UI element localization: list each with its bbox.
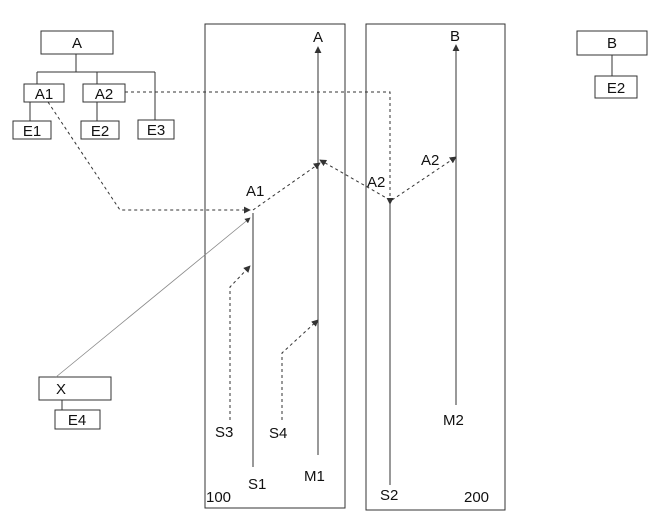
link-a2-to-m2: [391, 156, 457, 201]
stream-m2-label: M2: [443, 412, 464, 429]
panel-100-top-label: A: [313, 29, 323, 46]
link-a2-to-merge: [125, 91, 394, 205]
link-a1-to-m1: [252, 162, 321, 211]
node-e1-box[interactable]: [12, 120, 52, 140]
panel-100-corner-label: 100: [206, 489, 231, 506]
link-a1-to-merge: [47, 101, 251, 214]
stream-s1-label: S1: [248, 476, 266, 493]
node-x-label: X: [56, 381, 66, 398]
node-b-label: B: [607, 35, 617, 52]
stream-s4-label: S4: [269, 425, 287, 442]
panel-200-merge-label-lower: A2: [367, 174, 385, 191]
node-a2-label: A2: [95, 86, 113, 103]
panel-100-merge-label: A1: [246, 183, 264, 200]
stream-s3-label: S3: [215, 424, 233, 441]
panel-100-frame: [204, 23, 346, 509]
tree-x: X E4: [38, 376, 112, 430]
node-b-e2-box[interactable]: [594, 75, 638, 99]
node-a2-box[interactable]: [82, 83, 126, 103]
node-e4-box[interactable]: [54, 409, 101, 430]
node-a-label: A: [72, 35, 82, 52]
node-b-e2-label: E2: [607, 80, 625, 97]
node-a1-label: A1: [35, 86, 53, 103]
panel-200-corner-label: 200: [464, 489, 489, 506]
node-e2-box[interactable]: [80, 120, 120, 140]
stream-s2-label: S2: [380, 487, 398, 504]
link-x-to-a1: [55, 217, 251, 378]
node-e4-label: E4: [68, 412, 86, 429]
node-e1-label: E1: [23, 123, 41, 140]
panel-200-merge-label-upper: A2: [421, 152, 439, 169]
tree-right: B E2: [576, 30, 648, 99]
node-a-box[interactable]: [40, 30, 114, 55]
node-a1-box[interactable]: [23, 83, 65, 103]
stream-m1-label: M1: [304, 468, 325, 485]
panel-200-frame: [365, 23, 506, 511]
node-x-box[interactable]: [38, 376, 112, 401]
node-e2-label: E2: [91, 123, 109, 140]
panel-200-top-label: B: [450, 28, 460, 45]
node-e3-box[interactable]: [137, 119, 175, 140]
stream-s3: [229, 265, 251, 420]
link-a2-to-m1: [319, 159, 391, 201]
tree-left: A A1 A2 E3 E1 E2: [12, 30, 175, 140]
node-e3-label: E3: [147, 122, 165, 139]
stream-s4: [281, 319, 319, 420]
